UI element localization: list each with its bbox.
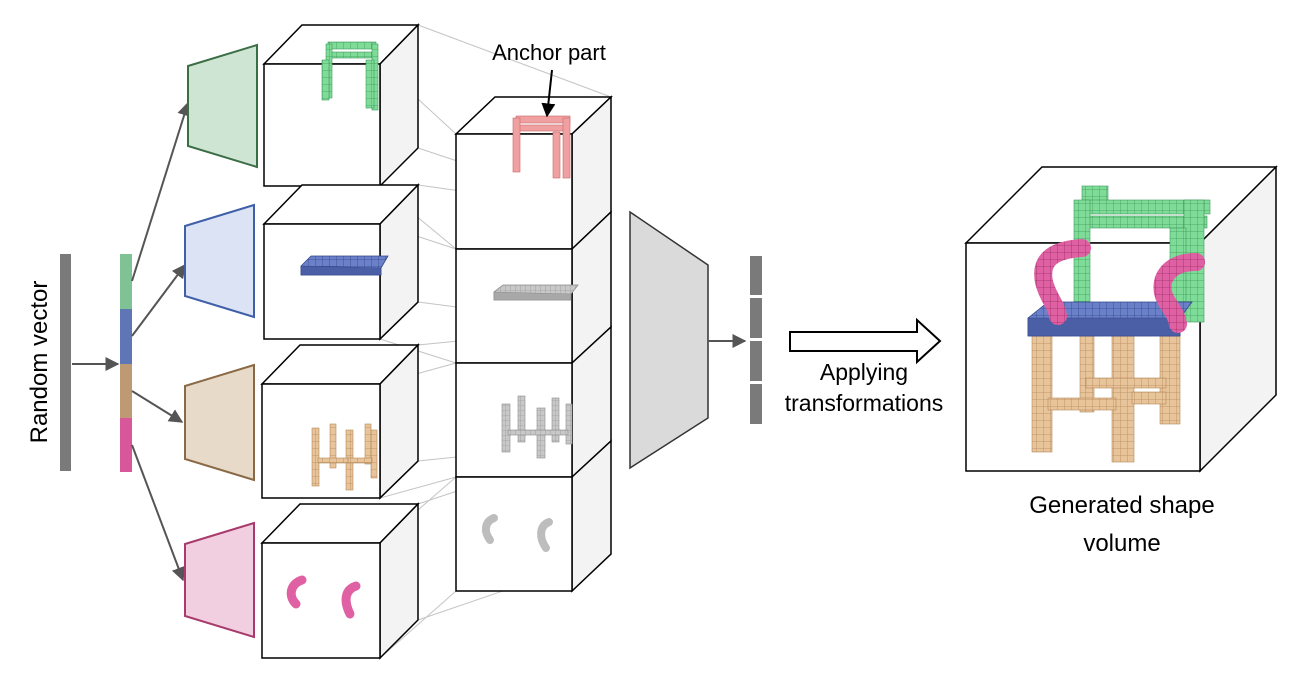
part-volume-green — [262, 23, 420, 188]
param-segment-3 — [750, 341, 762, 381]
code-segment-blue — [120, 309, 132, 364]
code-segment-tan — [120, 364, 132, 418]
random-vector: Random vector — [26, 254, 71, 471]
generator-pink — [184, 521, 255, 639]
param-segment-2 — [750, 298, 762, 338]
code-to-generator-arrow-pink — [131, 444, 186, 582]
aligned-seat-part — [493, 284, 579, 301]
generator-tan — [184, 363, 255, 482]
anchor-part-arrow — [541, 69, 556, 118]
anchor-column — [454, 95, 613, 593]
tan-legs-part — [311, 423, 378, 491]
blue-seat-part — [300, 255, 389, 276]
random-vector-bar — [60, 254, 71, 471]
applying-label-line2: transformations — [785, 390, 944, 416]
generated-label-line2: volume — [1083, 530, 1160, 557]
transformation-parameters — [750, 256, 762, 424]
part-volume-tan — [260, 343, 420, 500]
code-to-generator-arrow-blue — [131, 263, 186, 337]
green-back-part — [321, 41, 379, 111]
code-segment-pink — [120, 418, 132, 472]
chair-arms — [1034, 239, 1205, 333]
code-to-generator-arrow-green — [131, 101, 191, 282]
applying-label-line1: Applying — [820, 359, 908, 385]
chair-seat — [1027, 301, 1193, 337]
assembled-chair — [1027, 185, 1211, 463]
pink-arms-part — [286, 575, 361, 619]
anchor-part-label: Anchor part — [492, 40, 606, 65]
random-vector-label: Random vector — [26, 281, 53, 444]
generator-blue — [184, 203, 255, 319]
code-segment-green — [120, 254, 132, 309]
code-to-generator-arrow-tan — [131, 390, 184, 423]
part-volume-blue — [262, 183, 420, 341]
param-segment-4 — [750, 384, 762, 424]
param-segment-1 — [750, 256, 762, 295]
part-code-stack — [120, 254, 132, 472]
transformation-network — [629, 210, 709, 470]
generated-label-line1: Generated shape — [1029, 492, 1214, 519]
aligned-arms-part — [481, 514, 553, 552]
chair-legs — [1031, 325, 1181, 463]
part-volume-pink — [260, 502, 420, 660]
applying-transformations-arrow — [789, 317, 942, 365]
generator-green — [187, 43, 258, 169]
aligned-legs-part — [501, 395, 573, 459]
generated-volume — [964, 165, 1278, 473]
